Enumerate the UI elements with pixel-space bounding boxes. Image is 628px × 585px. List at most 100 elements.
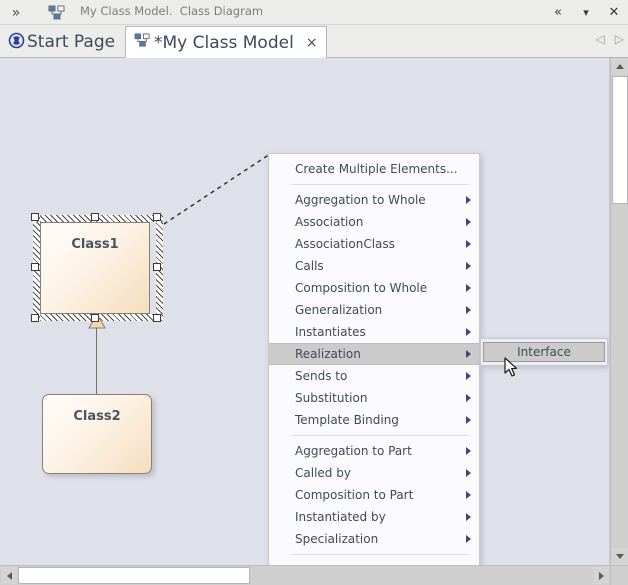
chevron-right-icon [466, 447, 471, 455]
menu-item-common[interactable]: Common [269, 559, 479, 565]
menu-item-label: Sends to [295, 369, 348, 383]
menu-item-specialization[interactable]: Specialization [269, 528, 479, 550]
window-title: My Class Model. Class Diagram [80, 4, 264, 18]
resize-handle-se[interactable] [153, 314, 161, 322]
menu-item-label: Realization [295, 347, 361, 361]
menu-item-composition-to-whole[interactable]: Composition to Whole [269, 277, 479, 299]
menu-separator [291, 554, 469, 555]
resize-handle-n[interactable] [91, 213, 99, 221]
menu-item-label: Aggregation to Part [295, 444, 412, 458]
quick-link-context-menu[interactable]: Create Multiple Elements... Aggregation t… [268, 153, 480, 565]
menu-item-label: Template Binding [295, 413, 399, 427]
menu-item-sends-to[interactable]: Sends to [269, 365, 479, 387]
menu-item-composition-to-part[interactable]: Composition to Part [269, 484, 479, 506]
resize-handle-e[interactable] [153, 263, 161, 271]
chevron-right-icon [466, 350, 471, 358]
menu-item-label: Association [295, 215, 364, 229]
menu-item-label: AssociationClass [295, 237, 395, 251]
chevron-right-icon [466, 262, 471, 270]
chevron-right-icon [466, 469, 471, 477]
menu-item-label: Common [295, 563, 349, 565]
tab-prev-icon[interactable]: ◁ [595, 32, 605, 46]
panel-menu-dropdown-icon[interactable]: ▾ [583, 6, 589, 19]
menu-item-label: Substitution [295, 391, 368, 405]
tab-strip: Start Page *My Class Model × ◁ ▷ [0, 25, 628, 58]
menu-item-template-binding[interactable]: Template Binding [269, 409, 479, 431]
vertical-scroll-thumb[interactable] [612, 76, 628, 204]
menu-item-associationclass[interactable]: AssociationClass [269, 233, 479, 255]
chevron-right-icon [466, 394, 471, 402]
tab-close-icon[interactable]: × [305, 34, 318, 51]
menu-separator [291, 184, 469, 185]
tab-navigation: ◁ ▷ [596, 32, 624, 46]
menu-item-aggregation-to-part[interactable]: Aggregation to Part [269, 440, 479, 462]
scrollbar-corner [610, 565, 628, 585]
class-name-label: Class1 [71, 237, 119, 252]
chevron-right-icon [466, 372, 471, 380]
generalization-connector-line[interactable] [96, 328, 97, 394]
scroll-left-button[interactable] [1, 567, 17, 584]
tab-my-class-model[interactable]: *My Class Model × [125, 26, 327, 58]
submenu-item-label: Interface [517, 345, 571, 359]
horizontal-scrollbar[interactable] [0, 565, 610, 585]
menu-item-label: Composition to Part [295, 488, 414, 502]
scroll-down-button[interactable] [611, 548, 628, 565]
menu-item-substitution[interactable]: Substitution [269, 387, 479, 409]
chevron-right-icon [466, 240, 471, 248]
window-controls: « ▾ ✕ [544, 0, 628, 25]
start-page-icon [8, 32, 25, 53]
vertical-scrollbar[interactable] [610, 58, 628, 565]
resize-handle-ne[interactable] [153, 213, 161, 221]
resize-handle-s[interactable] [91, 314, 99, 322]
menu-item-label: Create Multiple Elements... [295, 162, 458, 176]
menu-item-label: Instantiates [295, 325, 366, 339]
chevron-right-icon [466, 218, 471, 226]
menu-item-association[interactable]: Association [269, 211, 479, 233]
menu-item-calls[interactable]: Calls [269, 255, 479, 277]
tab-start-page[interactable]: Start Page [0, 26, 123, 58]
submenu-item-interface[interactable]: Interface [483, 342, 605, 362]
scroll-right-button[interactable] [593, 567, 609, 584]
chevron-right-icon [466, 284, 471, 292]
quick-link-dashed-line [163, 153, 271, 225]
chevron-right-icon [466, 491, 471, 499]
horizontal-scroll-thumb[interactable] [18, 567, 250, 584]
scroll-up-button[interactable] [611, 58, 628, 75]
chevron-right-icon [466, 328, 471, 336]
menu-item-realization[interactable]: Realization [269, 343, 479, 365]
chevron-right-icon [466, 196, 471, 204]
menu-item-called-by[interactable]: Called by [269, 462, 479, 484]
resize-handle-sw[interactable] [31, 314, 39, 322]
menu-item-instantiated-by[interactable]: Instantiated by [269, 506, 479, 528]
menu-item-label: Generalization [295, 303, 383, 317]
uml-class-class1[interactable]: Class1 [40, 222, 150, 314]
menu-item-label: Aggregation to Whole [295, 193, 426, 207]
tab-label: Start Page [27, 32, 116, 52]
menu-separator [291, 435, 469, 436]
chevron-right-icon [466, 416, 471, 424]
chevron-right-icon [466, 513, 471, 521]
tab-label: *My Class Model [154, 32, 294, 53]
tab-next-icon[interactable]: ▷ [614, 32, 624, 46]
title-bar: » My Class Model. Class Diagram « ▾ ✕ [0, 0, 628, 25]
class-name-label: Class2 [73, 409, 121, 424]
resize-handle-nw[interactable] [31, 213, 39, 221]
realization-submenu[interactable]: Interface [480, 338, 608, 366]
menu-item-label: Instantiated by [295, 510, 386, 524]
menu-item-aggregation-to-whole[interactable]: Aggregation to Whole [269, 189, 479, 211]
diagram-canvas[interactable]: Class1 Class2 Create Multiple Elements..… [0, 58, 610, 565]
double-chevron-right-icon[interactable]: » [11, 5, 21, 21]
menu-item-generalization[interactable]: Generalization [269, 299, 479, 321]
menu-item-create-multiple-elements[interactable]: Create Multiple Elements... [269, 158, 479, 180]
menu-item-label: Calls [295, 259, 324, 273]
close-icon[interactable]: ✕ [608, 5, 620, 20]
class-diagram-icon [134, 33, 151, 52]
resize-handle-w[interactable] [31, 263, 39, 271]
uml-class-class2[interactable]: Class2 [42, 394, 152, 474]
collapse-panel-button[interactable]: « [554, 5, 562, 20]
menu-item-label: Specialization [295, 532, 379, 546]
menu-item-label: Composition to Whole [295, 281, 428, 295]
menu-item-instantiates[interactable]: Instantiates [269, 321, 479, 343]
chevron-right-icon [466, 306, 471, 314]
